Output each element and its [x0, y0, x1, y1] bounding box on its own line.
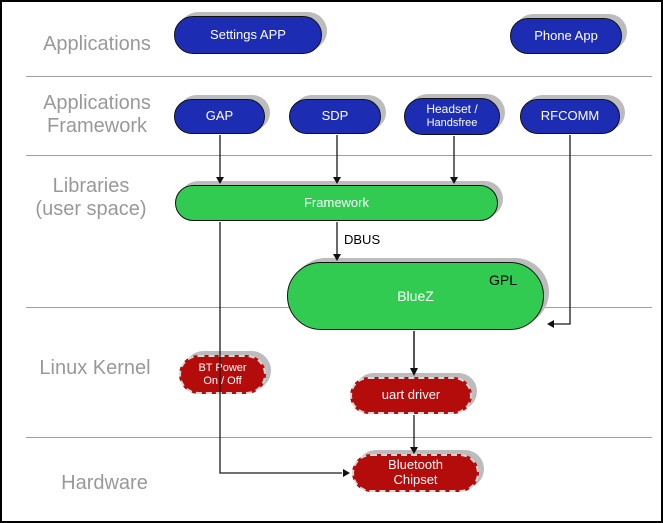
node-settings-app: Settings APP [174, 16, 322, 54]
node-label: Framework [303, 194, 369, 210]
layer-label-hardware: Hardware [32, 472, 177, 495]
node-uart-driver: uart driver [350, 377, 472, 414]
layer-label-text: (user space) [35, 198, 147, 220]
arrowhead-dbus [333, 254, 341, 261]
node-bluez: BlueZ GPL [287, 262, 544, 330]
divider-applications-framework [26, 76, 652, 77]
edge-label-dbus: DBUS [344, 232, 381, 247]
node-label: SDP [321, 108, 349, 124]
arrowhead-rfcomm [547, 320, 554, 328]
layer-label-libraries-user-space: Libraries (user space) [11, 175, 171, 221]
connector-framework-to-chipset [219, 222, 342, 474]
node-label: RFCOMM [540, 108, 600, 124]
node-rfcomm: RFCOMM [520, 99, 620, 134]
node-gap: GAP [174, 99, 265, 134]
arrowhead-bluez-to-uart [410, 368, 418, 376]
layer-label-text: Framework [46, 115, 147, 137]
layer-label-text: Applications [43, 92, 151, 114]
arrowhead-headset [450, 177, 458, 184]
layer-label-text: Linux Kernel [39, 357, 151, 379]
arrowhead-sdp [333, 177, 341, 184]
node-label: On / Off [203, 374, 242, 387]
node-headset-handsfree: Headset / Handsfree [404, 98, 500, 135]
node-sdp: SDP [289, 99, 381, 134]
connector-rfcomm-to-bluez [554, 135, 571, 325]
node-label: Phone App [534, 27, 598, 43]
node-label: Settings APP [210, 26, 286, 42]
divider-kernel-hardware [26, 437, 652, 438]
layer-label-text: Hardware [61, 472, 148, 494]
divider-framework-libraries [26, 155, 652, 156]
node-phone-app: Phone App [510, 18, 622, 54]
node-label: BlueZ [397, 287, 434, 304]
arrowhead-uart-to-chipset [410, 447, 418, 454]
node-label: Handsfree [426, 117, 478, 130]
node-label: uart driver [381, 387, 441, 403]
node-label: Headset / [426, 102, 478, 117]
layer-label-text: Applications [43, 33, 151, 55]
layer-label-linux-kernel: Linux Kernel [20, 357, 170, 380]
arrowhead-power-to-chipset [343, 469, 350, 477]
node-label: Bluetooth [388, 457, 443, 473]
layer-label-applications: Applications [22, 33, 172, 56]
node-bluetooth-chipset: Bluetooth Chipset [352, 454, 479, 492]
gpl-license-badge: GPL [488, 272, 517, 288]
node-label: GAP [205, 108, 234, 124]
node-bt-power-on-off: BT Power On / Off [179, 355, 266, 394]
node-label: BT Power [198, 361, 247, 374]
layer-label-text: Libraries [52, 175, 130, 197]
layer-label-applications-framework: Applications Framework [17, 92, 177, 138]
arrowhead-gap [216, 177, 224, 184]
node-label: Chipset [393, 472, 438, 487]
node-framework: Framework [175, 185, 498, 221]
